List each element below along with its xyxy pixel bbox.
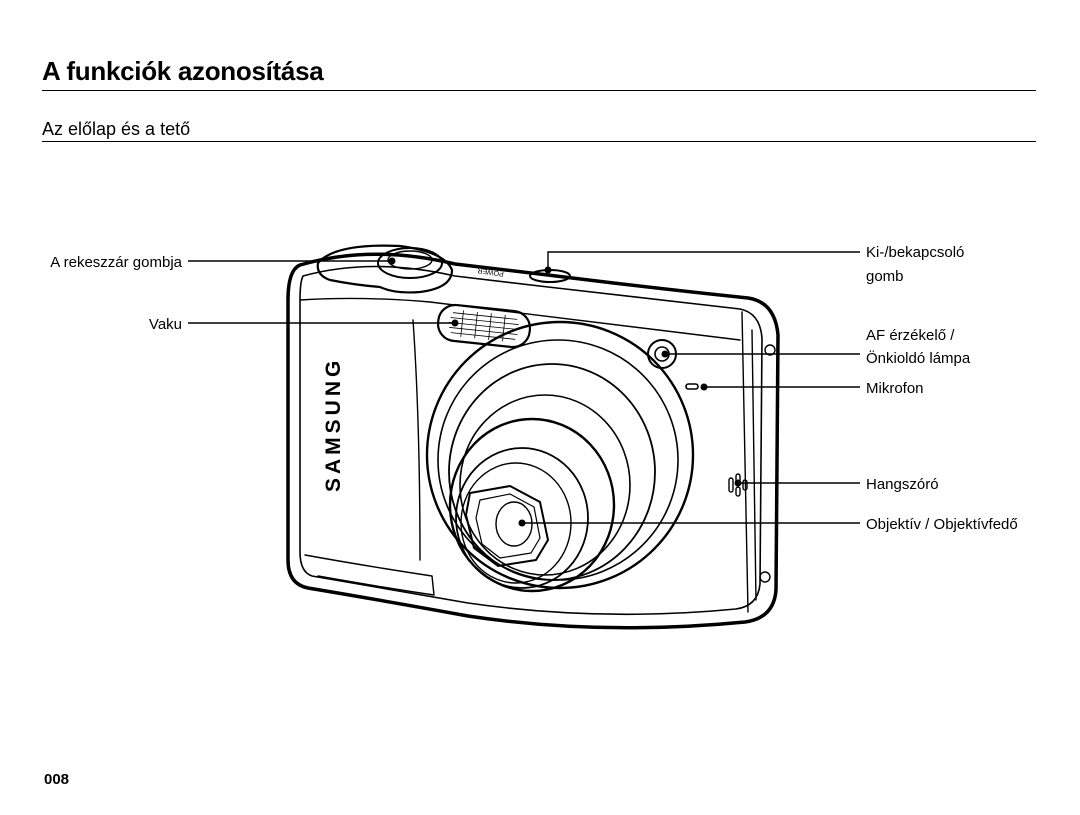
page-title: A funkciók azonosítása: [42, 56, 324, 86]
speaker-holes: [728, 473, 748, 497]
label-microphone: Mikrofon: [866, 380, 924, 397]
side-lug: [764, 344, 776, 356]
lens-ring-5: [448, 417, 616, 593]
microphone-slot: [685, 383, 699, 390]
label-af-1: AF érzékelő /: [866, 327, 955, 344]
label-power-2: gomb: [866, 268, 904, 285]
lens-ring-3: [448, 363, 656, 581]
section-divider: [42, 141, 1036, 142]
side-screw: [759, 571, 771, 583]
shutter-button-top: [387, 250, 433, 270]
power-marking: POWER: [477, 266, 504, 277]
lens-ring-4: [459, 394, 631, 576]
section-title: Az előlap és a tető: [42, 119, 191, 139]
side-panel: [741, 311, 757, 613]
camera-body: [286, 252, 780, 630]
label-power-1: Ki-/bekapcsoló: [866, 244, 964, 261]
page-number: 008: [44, 771, 70, 788]
callout-lines: [188, 251, 860, 524]
lens-ring-6: [455, 447, 589, 589]
grip-curve: [412, 319, 421, 561]
lens-aperture: [465, 485, 549, 567]
callout-power-line: [547, 251, 860, 270]
brand-wordmark: SAMSUNG: [322, 357, 345, 492]
title-divider: [42, 90, 1036, 91]
flash-window: [436, 303, 532, 349]
camera-illustration: [286, 244, 780, 630]
label-af-2: Önkioldó lámpa: [866, 349, 971, 367]
flash-pattern: [448, 310, 520, 342]
callout-dots: [388, 257, 742, 527]
label-flash: Vaku: [149, 316, 182, 333]
label-shutter: A rekeszzár gombja: [50, 254, 182, 271]
camera-body-inner: [299, 265, 763, 616]
shutter-button: [377, 247, 443, 279]
label-speaker: Hangszóró: [866, 476, 939, 493]
lens-aperture-inner: [475, 493, 541, 559]
lens-ring-1: [425, 320, 695, 590]
shutter-collar: [316, 244, 454, 294]
front-panel-edge: [299, 297, 741, 596]
label-lens: Objektív / Objektívfedő: [866, 516, 1018, 533]
lens-glass: [495, 501, 533, 547]
